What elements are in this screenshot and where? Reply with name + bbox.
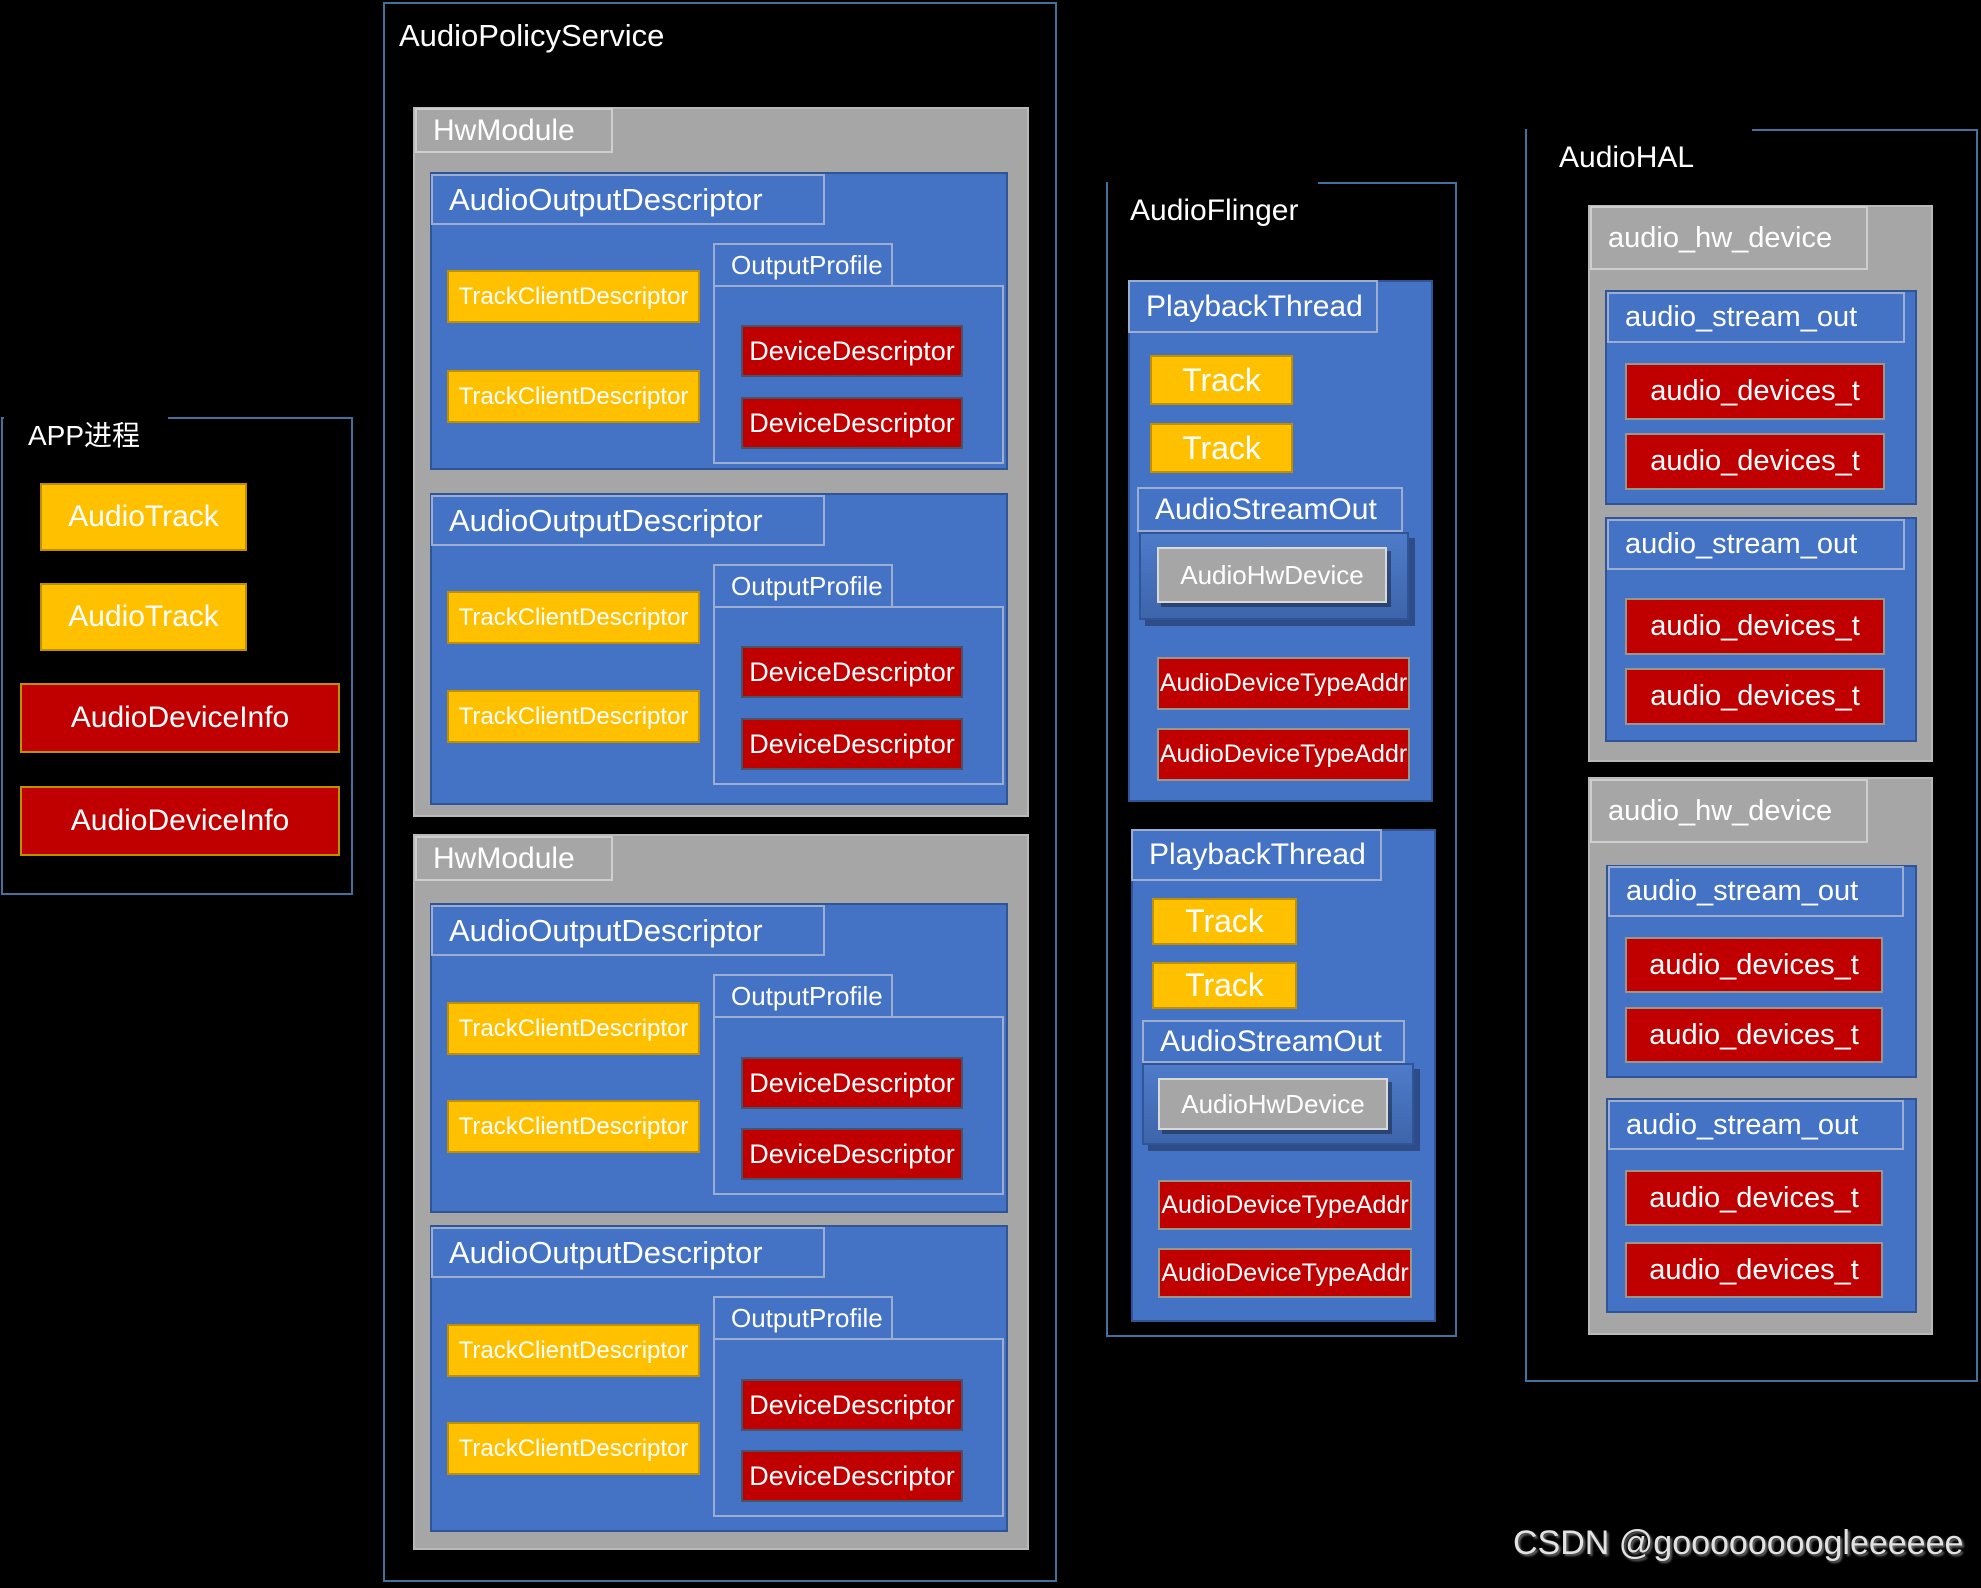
devicedescriptor-box: DeviceDescriptor xyxy=(741,718,963,770)
trackclientdescriptor-box: TrackClientDescriptor xyxy=(447,370,700,423)
audiohwdevice-box: AudioHwDevice xyxy=(1157,547,1387,603)
audiohwdevice-box: AudioHwDevice xyxy=(1158,1078,1388,1130)
devicedescriptor-box: DeviceDescriptor xyxy=(741,1379,963,1431)
hwmodule-tab: HwModule xyxy=(415,836,613,881)
audiodevicetypeaddr-box: AudioDeviceTypeAddr xyxy=(1158,1180,1412,1230)
audiotrack-box: AudioTrack xyxy=(40,583,247,651)
track-box: Track xyxy=(1152,898,1297,945)
audio-stream-out-tab: audio_stream_out xyxy=(1607,519,1905,570)
audio-stream-out-tab: audio_stream_out xyxy=(1607,292,1905,343)
trackclientdescriptor-box: TrackClientDescriptor xyxy=(447,591,700,644)
audio-hw-device-tab: audio_hw_device xyxy=(1590,206,1868,270)
outputprofile-tab: OutputProfile xyxy=(713,974,893,1018)
outputprofile-tab: OutputProfile xyxy=(713,564,893,608)
audio-stream-out-tab: audio_stream_out xyxy=(1608,866,1904,917)
audio-devices-t-box: audio_devices_t xyxy=(1625,1007,1883,1063)
csdn-watermark: CSDN @goooooooogleeeeee xyxy=(1513,1524,1964,1562)
audiohal-title: AudioHAL xyxy=(1527,125,1753,191)
playbackthread-tab: PlaybackThread xyxy=(1131,829,1382,881)
audio-devices-t-box: audio_devices_t xyxy=(1625,937,1883,993)
devicedescriptor-box: DeviceDescriptor xyxy=(741,646,963,698)
audiostreamout-tab: AudioStreamOut xyxy=(1142,1020,1405,1063)
devicedescriptor-box: DeviceDescriptor xyxy=(741,1057,963,1109)
devicedescriptor-box: DeviceDescriptor xyxy=(741,1450,963,1502)
trackclientdescriptor-box: TrackClientDescriptor xyxy=(447,690,700,743)
audiostreamout-tab: AudioStreamOut xyxy=(1137,487,1403,532)
audio-devices-t-box: audio_devices_t xyxy=(1625,668,1885,725)
track-box: Track xyxy=(1150,355,1293,405)
app-process-container xyxy=(1,417,353,895)
hwmodule-tab: HwModule xyxy=(415,108,613,153)
audio-devices-t-box: audio_devices_t xyxy=(1625,1170,1883,1226)
audiopolicyservice-title: AudioPolicyService xyxy=(385,4,683,72)
audiodevicetypeaddr-box: AudioDeviceTypeAddr xyxy=(1158,1248,1412,1298)
devicedescriptor-box: DeviceDescriptor xyxy=(741,325,963,377)
audioflinger-title: AudioFlinger xyxy=(1108,178,1319,244)
track-box: Track xyxy=(1152,962,1297,1009)
audiodeviceinfo-box: AudioDeviceInfo xyxy=(20,786,340,856)
audio-devices-t-box: audio_devices_t xyxy=(1625,363,1885,420)
trackclientdescriptor-box: TrackClientDescriptor xyxy=(447,1422,700,1475)
audiooutputdescriptor-tab: AudioOutputDescriptor xyxy=(431,1227,825,1278)
app-process-title: APP进程 xyxy=(4,402,169,466)
audio-devices-t-box: audio_devices_t xyxy=(1625,1242,1883,1298)
audiodevicetypeaddr-box: AudioDeviceTypeAddr xyxy=(1157,728,1410,781)
audiooutputdescriptor-tab: AudioOutputDescriptor xyxy=(431,905,825,956)
audiooutputdescriptor-tab: AudioOutputDescriptor xyxy=(431,495,825,546)
audio-hw-device-tab: audio_hw_device xyxy=(1590,779,1868,843)
audiodeviceinfo-box: AudioDeviceInfo xyxy=(20,683,340,753)
trackclientdescriptor-box: TrackClientDescriptor xyxy=(447,270,700,323)
audio-devices-t-box: audio_devices_t xyxy=(1625,433,1885,490)
audio-stream-out-tab: audio_stream_out xyxy=(1608,1100,1904,1150)
audiooutputdescriptor-tab: AudioOutputDescriptor xyxy=(431,174,825,225)
trackclientdescriptor-box: TrackClientDescriptor xyxy=(447,1002,700,1055)
outputprofile-tab: OutputProfile xyxy=(713,243,893,287)
playbackthread-tab: PlaybackThread xyxy=(1128,280,1378,333)
audio-devices-t-box: audio_devices_t xyxy=(1625,598,1885,655)
track-box: Track xyxy=(1150,423,1293,473)
devicedescriptor-box: DeviceDescriptor xyxy=(741,1128,963,1180)
trackclientdescriptor-box: TrackClientDescriptor xyxy=(447,1324,700,1377)
audiodevicetypeaddr-box: AudioDeviceTypeAddr xyxy=(1157,657,1410,710)
audiopolicyservice-container xyxy=(383,2,1057,1582)
trackclientdescriptor-box: TrackClientDescriptor xyxy=(447,1100,700,1153)
devicedescriptor-box: DeviceDescriptor xyxy=(741,397,963,449)
audiotrack-box: AudioTrack xyxy=(40,483,247,551)
outputprofile-tab: OutputProfile xyxy=(713,1296,893,1340)
